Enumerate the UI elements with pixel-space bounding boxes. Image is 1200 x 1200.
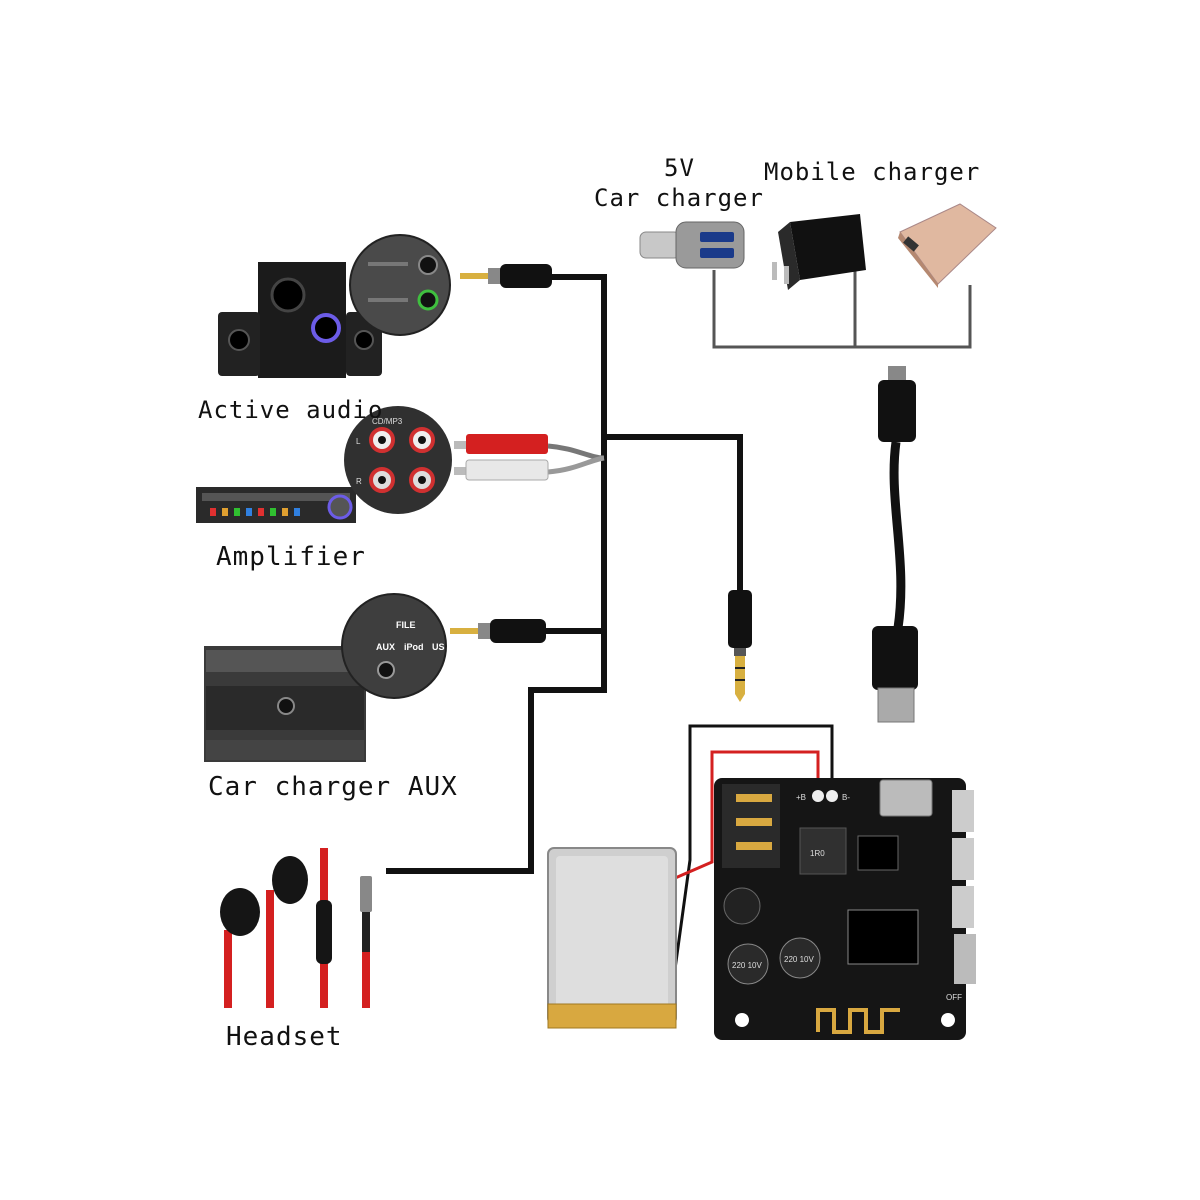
car-charger-label: Car charger — [594, 184, 764, 212]
headset-label: Headset — [226, 1022, 343, 1052]
active-audio-jack-inset — [349, 234, 451, 336]
wall-charger-image — [772, 214, 866, 290]
active-audio-3-5mm-plug — [460, 264, 552, 288]
switch-off-label: OFF — [946, 993, 962, 1002]
car-charger-5v-label: 5V — [664, 154, 695, 182]
car-aux-inset-file: FILE — [396, 620, 416, 630]
rca-cable-gray — [547, 443, 605, 475]
power-bank-image — [898, 203, 997, 288]
car-aux-inset-ipod: iPod — [404, 642, 424, 652]
car-aux-inset-aux: AUX — [376, 642, 395, 652]
usb-cable-image — [872, 366, 918, 723]
rca-inset: CD/MP3 L R — [344, 406, 452, 514]
pad-minus-label: B- — [842, 793, 850, 802]
headset-image — [220, 848, 372, 1008]
cap-left-label: 220 10V — [732, 961, 762, 970]
cap-right-label: 220 10V — [784, 955, 814, 964]
hanging-3-5mm-plug — [728, 590, 752, 702]
active-audio-label: Active audio — [198, 396, 384, 424]
car-aux-3-5mm-plug — [450, 619, 546, 643]
lipo-battery — [547, 847, 677, 1029]
inductor-label: 1R0 — [810, 849, 825, 858]
car-charger-image — [639, 221, 745, 269]
car-charger-aux-label: Car charger AUX — [208, 772, 458, 802]
amplifier-label: Amplifier — [216, 542, 366, 572]
amplifier-image — [196, 487, 356, 523]
charger-group — [639, 203, 997, 723]
power-wires — [665, 724, 834, 1021]
pad-plus-label: +B — [796, 793, 806, 802]
audio-cable-bus — [386, 274, 743, 874]
rca-inset-l-label: L — [356, 437, 361, 446]
charger-bus-line — [712, 270, 972, 349]
car-dashboard-image — [204, 646, 366, 762]
rca-inset-top-label: CD/MP3 — [372, 417, 403, 426]
rca-inset-r-label: R — [356, 477, 362, 486]
car-aux-inset-us: US — [432, 642, 445, 652]
car-aux-inset: FILE AUX iPod US — [341, 593, 447, 699]
rca-plugs — [454, 434, 549, 481]
mobile-charger-label: Mobile charger — [764, 158, 981, 186]
bluetooth-board: +B B- 1R0 220 10V 220 10V OFF — [714, 778, 976, 1040]
active-audio-speakers-image — [218, 262, 382, 378]
